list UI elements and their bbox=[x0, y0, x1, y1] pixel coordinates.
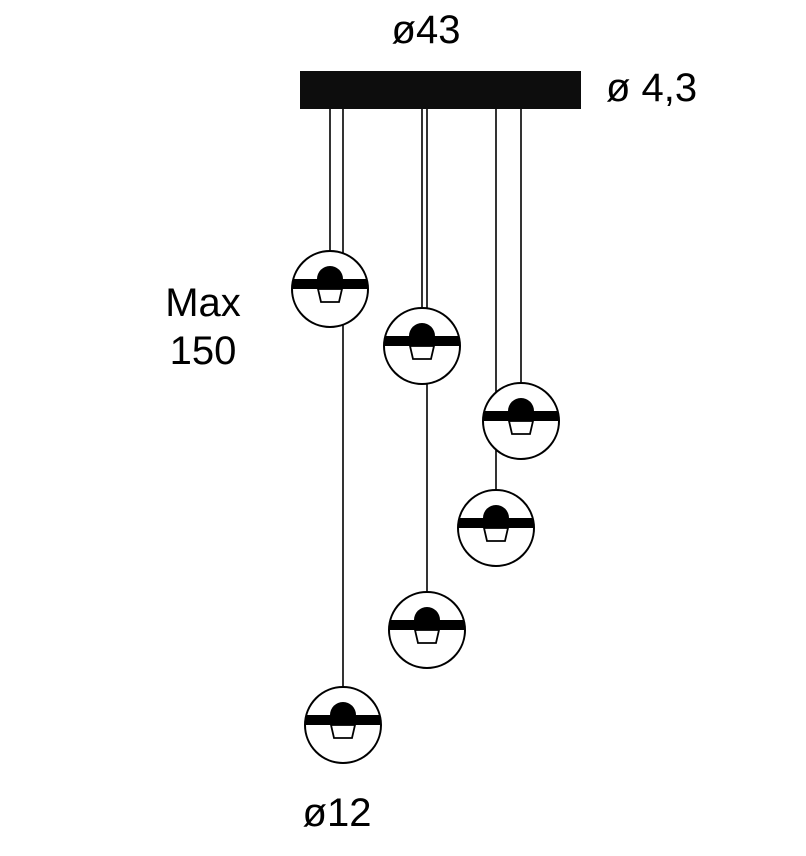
max-length-label-line1: Max bbox=[165, 281, 241, 325]
canopy-height-label: ø 4,3 bbox=[606, 66, 697, 110]
pendant-lamp bbox=[382, 308, 462, 384]
pendant-lamp bbox=[290, 251, 370, 327]
pendant-lamp bbox=[481, 383, 561, 459]
ceiling-canopy bbox=[300, 71, 581, 109]
pendant-lamp bbox=[387, 592, 467, 668]
pendant-diameter-label: ø12 bbox=[303, 791, 372, 835]
pendant-lamp bbox=[303, 687, 383, 763]
canopy-diameter-label: ø43 bbox=[392, 8, 461, 52]
max-length-label-line2: 150 bbox=[170, 329, 237, 373]
pendant-lamp bbox=[456, 490, 536, 566]
